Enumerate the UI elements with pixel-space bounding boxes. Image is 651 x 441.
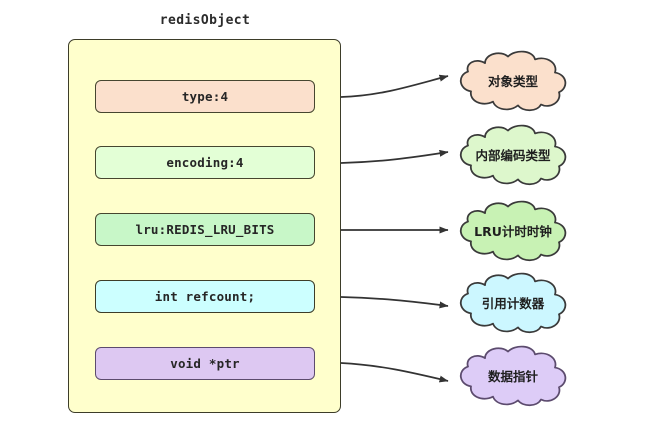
connector-ptr-to-data-pointer [315, 362, 449, 383]
struct-field-label: lru:REDIS_LRU_BITS [135, 222, 275, 237]
struct-field-4: void *ptr [95, 347, 315, 380]
annotation-cloud-1: 内部编码类型 [455, 124, 571, 186]
struct-field-3: int refcount; [95, 280, 315, 313]
struct-field-label: type:4 [181, 89, 229, 104]
annotation-cloud-0: 对象类型 [455, 50, 571, 112]
annotation-cloud-2: LRU计时时钟 [455, 200, 571, 262]
connector-type-to-object-type [315, 74, 449, 98]
struct-field-label: encoding:4 [166, 155, 244, 170]
annotation-cloud-3: 引用计数器 [455, 272, 571, 334]
annotation-cloud-label: 数据指针 [487, 368, 538, 384]
struct-field-label: void *ptr [170, 356, 240, 371]
cloud-shape-icon [459, 124, 567, 186]
cloud-shape-icon [459, 50, 567, 112]
struct-field-label: int refcount; [154, 289, 256, 304]
annotation-cloud-label: 引用计数器 [481, 295, 545, 311]
struct-field-1: encoding:4 [95, 146, 315, 179]
connector-refcount-to-refcount-desc [315, 296, 449, 309]
annotation-cloud-label: LRU计时时钟 [474, 223, 552, 239]
cloud-shape-icon [459, 272, 567, 334]
annotation-cloud-4: 数据指针 [455, 345, 571, 407]
struct-field-2: lru:REDIS_LRU_BITS [95, 213, 315, 246]
annotation-cloud-label: 内部编码类型 [475, 147, 551, 163]
connector-encoding-to-encoding-type [315, 149, 449, 164]
page-title: redisObject [159, 13, 251, 28]
cloud-shape-icon [459, 345, 567, 407]
annotation-cloud-label: 对象类型 [487, 73, 538, 89]
struct-field-0: type:4 [95, 80, 315, 113]
cloud-shape-icon [459, 200, 567, 262]
